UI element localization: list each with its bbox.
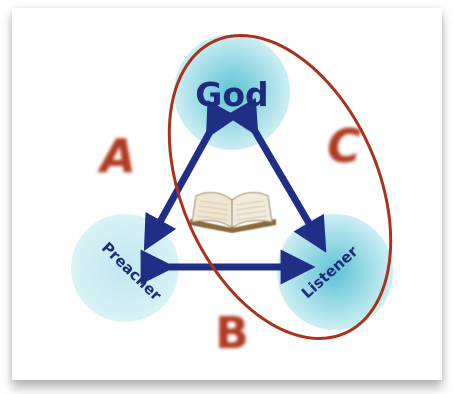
relation-a-label: A: [97, 129, 136, 183]
open-bible-icon: [190, 192, 276, 233]
god-listener-arrow: [225, 97, 327, 253]
god-preacher-arrow: [143, 99, 239, 252]
relation-c-ellipse: [167, 33, 393, 341]
relation-c-label: C: [327, 119, 361, 173]
god-label: God: [195, 75, 268, 114]
relation-b-label: B: [215, 308, 249, 359]
